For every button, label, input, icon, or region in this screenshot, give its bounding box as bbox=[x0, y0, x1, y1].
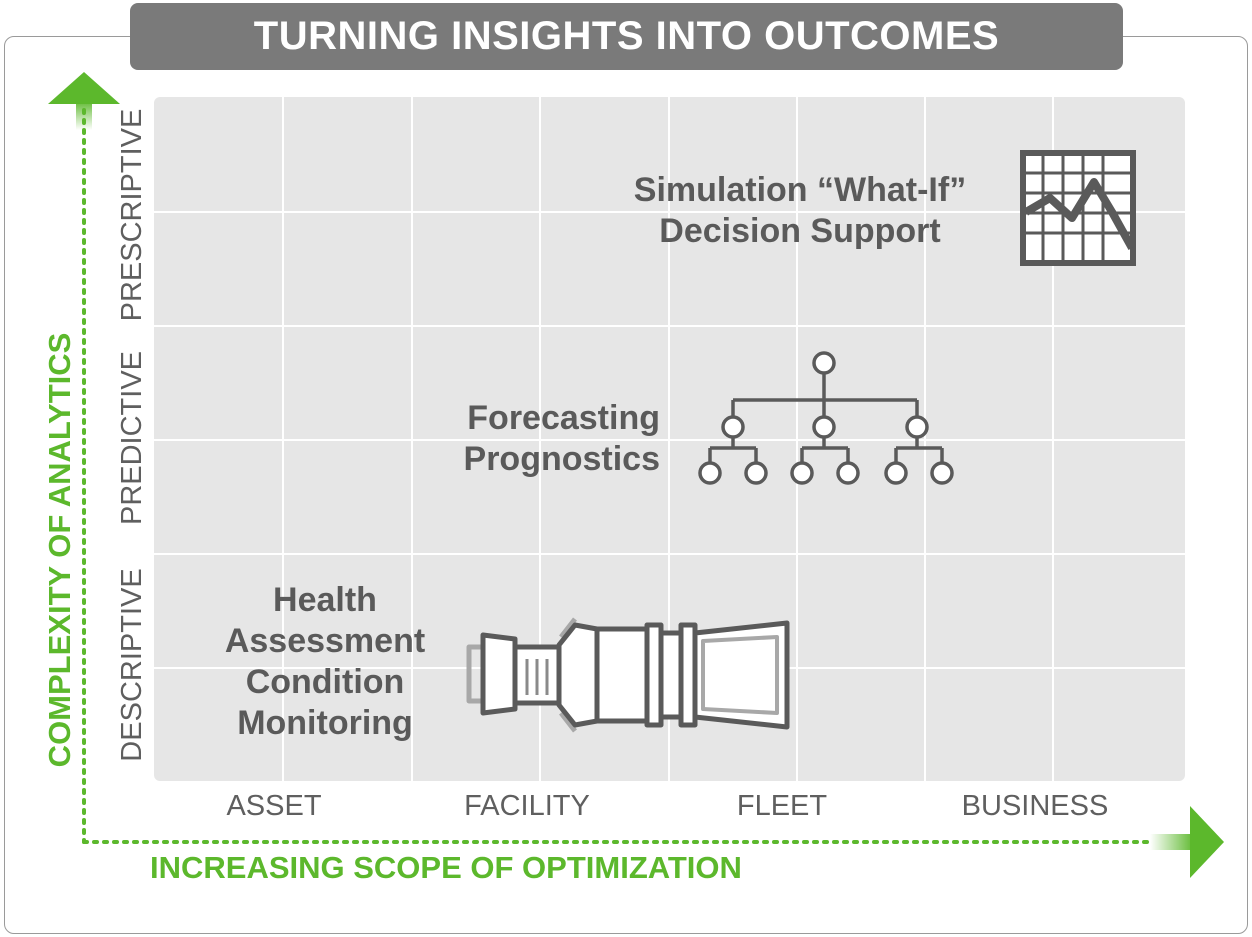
grid-line bbox=[154, 553, 1185, 555]
title-banner: TURNING INSIGHTS INTO OUTCOMES bbox=[130, 3, 1123, 70]
x-axis-title: INCREASING SCOPE OF OPTIMIZATION bbox=[150, 850, 742, 885]
hierarchy-tree-icon bbox=[698, 351, 954, 485]
prescriptive-text: Simulation “What-If” Decision Support bbox=[570, 170, 1030, 252]
page-title: TURNING INSIGHTS INTO OUTCOMES bbox=[253, 14, 1000, 58]
chart-icon bbox=[1020, 150, 1136, 266]
descriptive-line3: Condition bbox=[245, 663, 405, 701]
col-label-asset: ASSET bbox=[226, 790, 322, 822]
y-axis-title: COMPLEXITY OF ANALYTICS bbox=[42, 332, 77, 768]
descriptive-line1: Health bbox=[273, 581, 377, 619]
grid-line bbox=[154, 439, 1185, 441]
grid-line bbox=[154, 211, 1185, 213]
turbine-engine-icon bbox=[466, 617, 790, 733]
predictive-line2: Prognostics bbox=[463, 440, 660, 478]
descriptive-line2: Assessment bbox=[224, 622, 426, 660]
y-axis-arrow bbox=[48, 72, 120, 844]
col-label-fleet: FLEET bbox=[736, 790, 828, 822]
col-label-business: BUSINESS bbox=[961, 790, 1109, 822]
predictive-text: Forecasting Prognostics bbox=[430, 398, 660, 480]
prescriptive-line2: Decision Support bbox=[659, 212, 941, 250]
x-axis-arrow bbox=[82, 806, 1224, 878]
grid-line bbox=[154, 325, 1185, 327]
descriptive-text: Health Assessment Condition Monitoring bbox=[200, 580, 450, 744]
col-label-facility: FACILITY bbox=[464, 790, 590, 822]
prescriptive-line1: Simulation “What-If” bbox=[633, 171, 967, 209]
predictive-line1: Forecasting bbox=[467, 399, 660, 437]
descriptive-line4: Monitoring bbox=[237, 704, 413, 742]
